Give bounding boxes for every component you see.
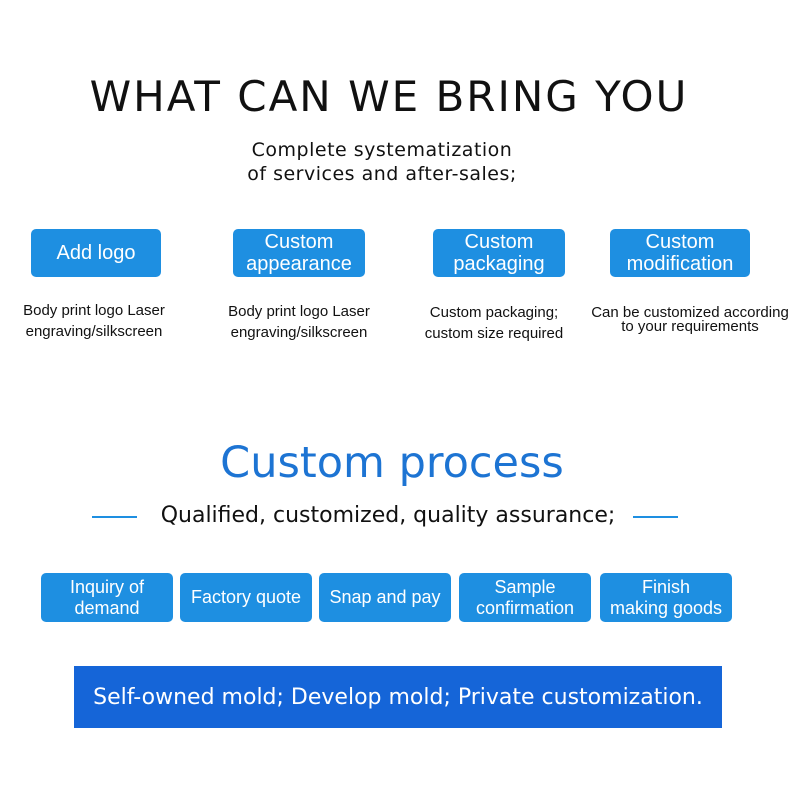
process-step-finish-goods: Finish making goods bbox=[600, 573, 732, 622]
service-badge-custom-appearance: Custom appearance bbox=[233, 229, 365, 277]
process-step-line1: Sample bbox=[494, 576, 556, 597]
service-badge-label: Add logo bbox=[56, 242, 136, 264]
process-subtitle-rule-left bbox=[92, 516, 137, 518]
service-badge-label-line2: appearance bbox=[246, 253, 352, 275]
service-badge-label-line2: packaging bbox=[453, 253, 545, 275]
page-title: WHAT CAN WE BRING YOU bbox=[89, 72, 689, 121]
process-title: Custom process bbox=[220, 438, 564, 488]
process-step-sample-confirmation: Sample confirmation bbox=[459, 573, 591, 622]
service-badge-add-logo: Add logo bbox=[31, 229, 161, 277]
footer-banner: Self-owned mold; Develop mold; Private c… bbox=[74, 666, 722, 728]
footer-banner-text: Self-owned mold; Develop mold; Private c… bbox=[93, 684, 703, 710]
service-desc-custom-modification: Can be customized according to your requ… bbox=[583, 304, 797, 335]
service-desc-add-logo: Body print logo Laser engraving/silkscre… bbox=[0, 300, 188, 342]
service-badge-custom-packaging: Custom packaging bbox=[433, 229, 565, 277]
process-subtitle: Qualified, customized, quality assurance… bbox=[160, 503, 616, 528]
service-desc-line1: Custom packaging; bbox=[429, 304, 559, 321]
service-desc-line2: to your requirements bbox=[621, 318, 759, 335]
service-desc-line2: custom size required bbox=[424, 325, 564, 342]
service-badge-label-line1: Custom bbox=[464, 231, 534, 253]
service-badge-label-line1: Custom bbox=[264, 231, 334, 253]
service-desc-line1: Can be customized according bbox=[591, 304, 789, 321]
service-badge-custom-modification: Custom modification bbox=[610, 229, 750, 277]
service-desc-line2: engraving/silkscreen bbox=[25, 323, 163, 340]
process-step-line1: Inquiry of bbox=[69, 576, 145, 597]
process-step-inquiry: Inquiry of demand bbox=[41, 573, 173, 622]
process-step-line2: demand bbox=[74, 597, 140, 618]
service-desc-line1: Body print logo Laser bbox=[23, 302, 165, 319]
process-step-line2: making goods bbox=[609, 597, 723, 618]
process-step-factory-quote: Factory quote bbox=[180, 573, 312, 622]
service-desc-custom-appearance: Body print logo Laser engraving/silkscre… bbox=[204, 301, 394, 343]
service-desc-custom-packaging: Custom packaging; custom size required bbox=[400, 302, 588, 344]
service-badge-label-line1: Custom bbox=[645, 231, 715, 253]
subtitle-line-1: Complete systematization bbox=[251, 139, 513, 161]
process-subtitle-rule-right bbox=[633, 516, 678, 518]
service-badge-label-line2: modification bbox=[626, 253, 734, 275]
process-step-line1: Factory quote bbox=[190, 587, 302, 607]
service-desc-line1: Body print logo Laser bbox=[228, 303, 370, 320]
process-step-line2: confirmation bbox=[475, 597, 575, 618]
subtitle-line-2: of services and after-sales; bbox=[247, 163, 517, 185]
process-step-snap-and-pay: Snap and pay bbox=[319, 573, 451, 622]
service-desc-line2: engraving/silkscreen bbox=[230, 324, 368, 341]
process-step-line1: Snap and pay bbox=[329, 587, 441, 607]
process-step-line1: Finish bbox=[641, 576, 690, 597]
page-subtitle: Complete systematization of services and… bbox=[0, 138, 764, 186]
